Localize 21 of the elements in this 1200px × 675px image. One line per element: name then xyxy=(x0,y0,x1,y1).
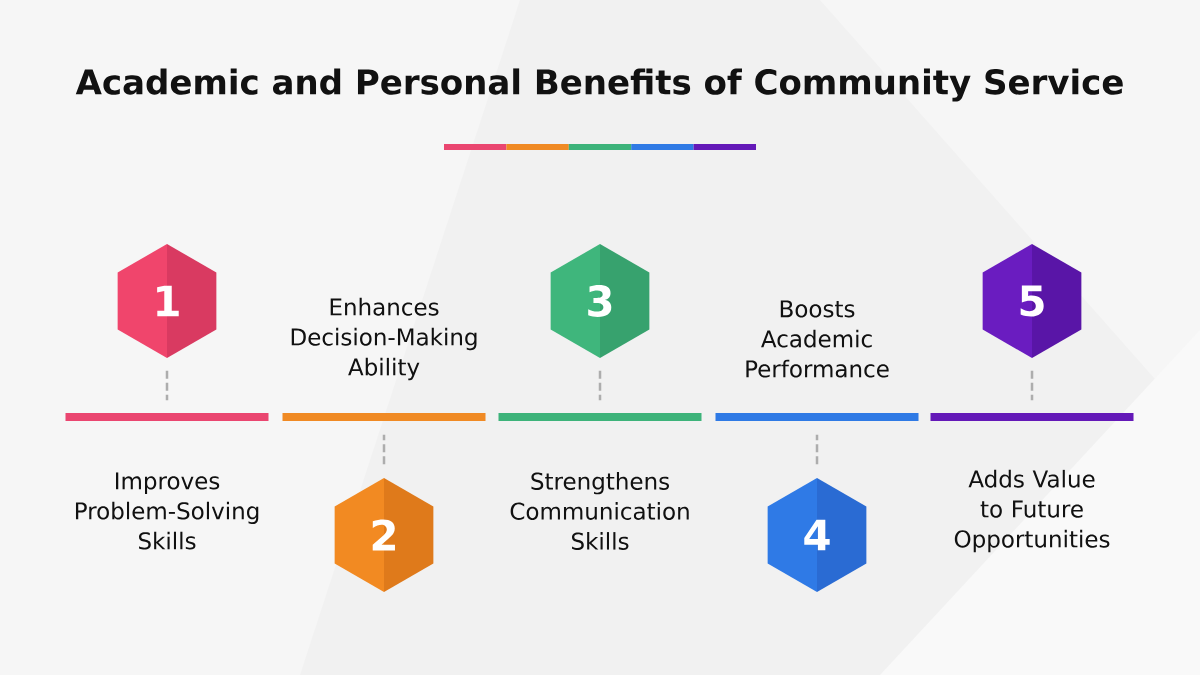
dashed-connector xyxy=(1030,370,1034,401)
hexagon-badge: 2 xyxy=(334,478,434,592)
color-bar xyxy=(282,413,486,421)
dashed-connector xyxy=(382,434,386,465)
dashed-connector xyxy=(815,434,819,465)
color-bar xyxy=(498,413,702,421)
color-bar xyxy=(715,413,919,421)
color-bar xyxy=(930,413,1134,421)
hexagon-badge: 3 xyxy=(550,244,650,358)
color-bar xyxy=(65,413,269,421)
step-description: Improves Problem-Solving Skills xyxy=(75,472,259,550)
step-description: Adds Value to Future Opportunities xyxy=(954,469,1110,553)
hexagon-badge: 5 xyxy=(982,244,1082,358)
step-description: Strengthens Communication Skills xyxy=(510,472,689,550)
title: Academic and Personal Benefits of Community Service xyxy=(75,68,1123,102)
step-description: Enhances Decision-Making Ability xyxy=(291,297,477,381)
step-description: Boosts Academic Performance xyxy=(746,300,889,378)
hexagon-badge: 1 xyxy=(117,244,217,358)
dashed-connector xyxy=(165,370,169,401)
dashed-connector xyxy=(598,370,602,401)
hexagon-badge: 4 xyxy=(767,478,867,592)
